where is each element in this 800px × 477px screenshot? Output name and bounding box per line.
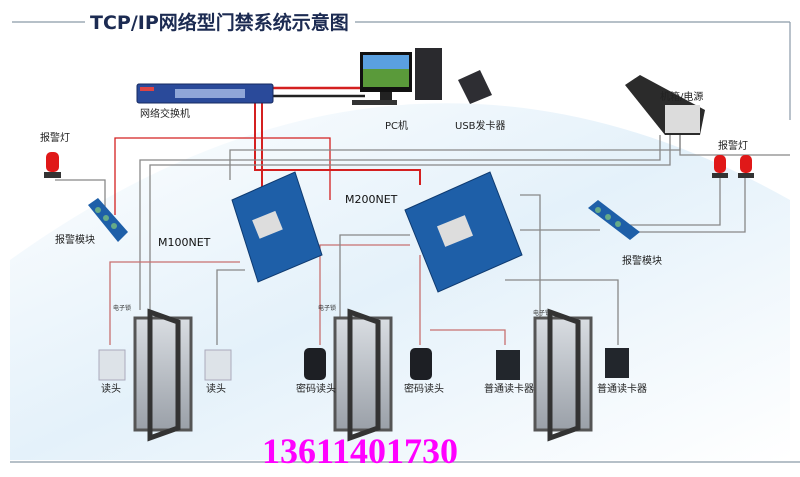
power-cabinet <box>625 75 705 135</box>
m200net-label: M200NET <box>345 193 398 206</box>
lock-label: 电子锁 <box>318 304 336 312</box>
alarm-lamp-left-label: 报警灯 <box>40 131 70 144</box>
card-reader-icon <box>605 348 629 378</box>
alarm-lamp-icon <box>712 155 754 178</box>
m100net-board <box>231 171 323 283</box>
frame <box>10 21 800 463</box>
keypad-reader-icon <box>410 348 432 380</box>
network-switch <box>136 83 274 104</box>
pc-label: PC机 <box>385 119 408 132</box>
usb-card-issuer <box>458 70 492 104</box>
alarm-module-left-label: 报警模块 <box>55 233 95 246</box>
reader-icon <box>98 349 126 381</box>
pc-computer <box>352 48 442 105</box>
lock-label: 电子锁 <box>113 304 131 312</box>
lock-label: 电子锁 <box>533 309 551 317</box>
alarm-module-icon <box>88 198 128 242</box>
alarm-lamp-icon <box>44 152 61 178</box>
door-2 <box>333 308 393 442</box>
door-3 <box>533 308 593 442</box>
alarm-lamp-right-label: 报警灯 <box>718 139 748 152</box>
background-arc <box>10 103 790 460</box>
reader-icon <box>204 349 232 381</box>
reader-label: 普通读卡器 <box>597 382 647 395</box>
reader-label: 读头 <box>206 382 226 395</box>
reader-label: 读头 <box>101 382 121 395</box>
reader-label: 普通读卡器 <box>484 382 534 395</box>
phone-number: 13611401730 <box>262 431 458 471</box>
cabinet-label: 机箱/电源 <box>660 90 703 103</box>
door-1 <box>133 308 193 442</box>
wiring <box>55 86 790 345</box>
card-reader-icon <box>496 350 520 380</box>
page-title: TCP/IP网络型门禁系统示意图 <box>90 11 349 34</box>
reader-label: 密码读头 <box>296 382 336 395</box>
reader-label: 密码读头 <box>404 382 444 395</box>
keypad-reader-icon <box>304 348 326 380</box>
alarm-module-icon <box>588 200 640 240</box>
m100net-label: M100NET <box>158 236 211 249</box>
alarm-module-right-label: 报警模块 <box>622 254 662 267</box>
usb-reader-label: USB发卡器 <box>455 119 506 132</box>
switch-label: 网络交换机 <box>140 107 190 120</box>
m200net-board <box>404 171 523 293</box>
